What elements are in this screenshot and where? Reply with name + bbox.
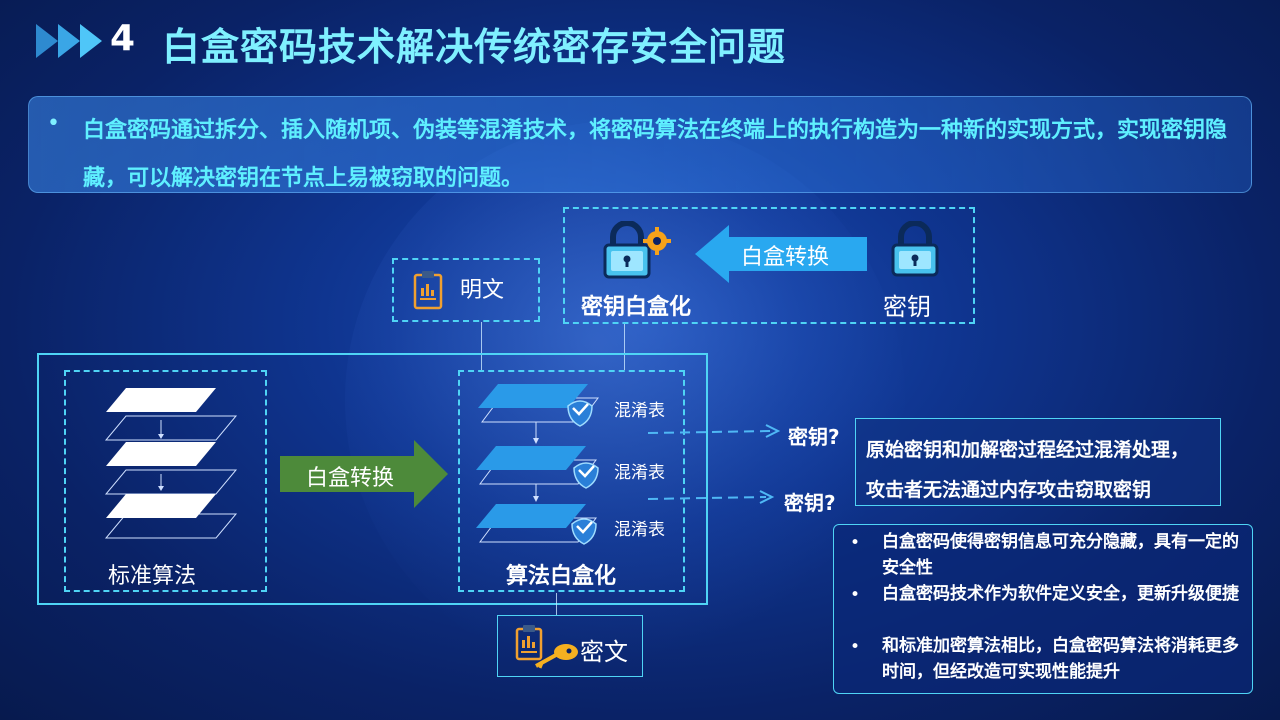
whitebox-transform-label-top: 白盒转换 — [741, 245, 830, 270]
plaintext-box: 明文 — [392, 258, 540, 322]
key-question-label: 密钥? — [784, 491, 836, 515]
benefit-item: 和标准加密算法相比，白盒密码算法将消耗更多时间，但经改造可实现性能提升 — [882, 636, 1239, 682]
lock-gear-icon — [603, 221, 671, 279]
key-question-label: 密钥? — [788, 425, 840, 449]
standard-algo-label: 标准算法 — [108, 564, 197, 589]
ciphertext-label: 密文 — [580, 638, 628, 666]
dashed-arrow — [648, 490, 775, 504]
algo-whitebox-label: 算法白盒化 — [506, 564, 617, 589]
obf-table-label: 混淆表 — [614, 520, 665, 540]
key-whitebox-box: 密钥白盒化 白盒转换 密钥 — [563, 207, 975, 324]
bullet-dot: • — [850, 637, 861, 657]
benefit-item: 白盒密码使得密钥信息可充分隐藏，具有一定的安全性 — [882, 532, 1239, 578]
connector-line — [481, 322, 482, 370]
chevron-icon — [36, 24, 58, 58]
intro-box: • 白盒密码通过拆分、插入随机项、伪装等混淆技术，将密码算法在终端上的执行构造为… — [28, 96, 1252, 193]
key-label: 密钥 — [883, 293, 931, 321]
plaintext-label: 明文 — [460, 278, 505, 303]
obf-table-label: 混淆表 — [614, 463, 665, 483]
bullet-dot: • — [850, 585, 861, 605]
explanation-line: 原始密钥和加解密过程经过混淆处理， — [866, 439, 1190, 461]
section-number: 4 — [110, 18, 136, 59]
standard-algo-box: 标准算法 — [64, 370, 267, 592]
document-chart-icon — [413, 271, 443, 310]
right-arrow-icon — [280, 440, 448, 508]
connector-line — [624, 324, 625, 370]
explanation-line: 攻击者无法通过内存攻击窃取密钥 — [866, 479, 1152, 501]
ciphertext-box: 密文 — [497, 615, 643, 677]
connector-line — [556, 593, 557, 615]
intro-bullet: • — [47, 111, 60, 136]
obfuscated-layer-stack-icon — [476, 384, 599, 545]
explanation-box: 原始密钥和加解密过程经过混淆处理， 攻击者无法通过内存攻击窃取密钥 — [855, 418, 1221, 506]
obf-table-label: 混淆表 — [614, 401, 665, 421]
document-key-icon — [515, 625, 578, 669]
chevron-icon — [80, 24, 102, 58]
lock-icon — [891, 221, 939, 277]
dashed-arrow — [648, 424, 781, 438]
algorithm-container — [37, 353, 708, 605]
bullet-dot: • — [850, 533, 861, 553]
page-title: 白盒密码技术解决传统密存安全问题 — [162, 25, 787, 69]
whitebox-transform-label-mid: 白盒转换 — [306, 466, 395, 491]
algo-whitebox-box: 混淆表 混淆表 混淆表 算法白盒化 — [458, 370, 685, 592]
benefit-item: 白盒密码技术作为软件定义安全，更新升级便捷 — [882, 584, 1239, 604]
intro-text: 白盒密码通过拆分、插入随机项、伪装等混淆技术，将密码算法在终端上的执行构造为一种… — [83, 118, 1228, 191]
left-arrow-icon — [695, 225, 867, 283]
layer-stack-icon — [104, 388, 238, 539]
key-whitebox-label: 密钥白盒化 — [581, 295, 692, 320]
chevron-icon — [58, 24, 80, 58]
benefits-box: • 白盒密码使得密钥信息可充分隐藏，具有一定的安全性 • 白盒密码技术作为软件定… — [833, 524, 1253, 694]
